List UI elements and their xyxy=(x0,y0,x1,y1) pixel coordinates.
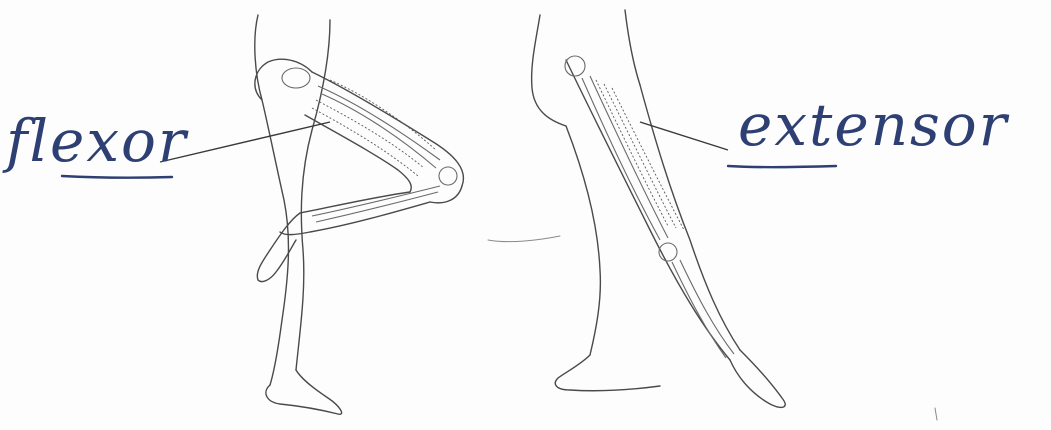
scan-mark xyxy=(488,236,560,242)
flexor-label: flexor xyxy=(6,112,188,170)
scan-mark xyxy=(935,408,937,420)
flexor-underline xyxy=(62,176,172,178)
flexed-leg-figure xyxy=(255,15,464,414)
extensor-label: extensor xyxy=(738,96,1008,154)
extensor-leader-line xyxy=(640,122,728,150)
extensor-underline xyxy=(728,166,836,167)
extended-leg-figure xyxy=(532,10,786,407)
